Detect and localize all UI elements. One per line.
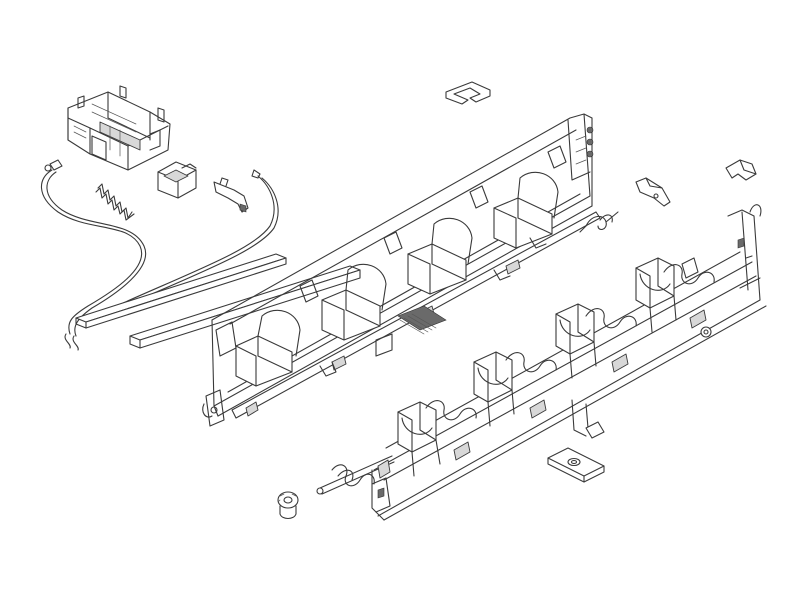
knob-gear [277,491,299,520]
sensor-lever [213,177,249,213]
torsion-spring [579,211,619,233]
latch-lever [635,177,671,207]
rear-frame [202,113,601,427]
housing-bracket [67,85,171,171]
clip-block [157,161,197,199]
front-frame-with-augers [371,204,767,521]
compression-spring [95,183,135,221]
mounting-plate [547,447,605,483]
top-clip [445,81,491,105]
auger-shaft [316,455,395,495]
hook-clip [725,159,757,181]
square-rod-upper [75,253,287,329]
